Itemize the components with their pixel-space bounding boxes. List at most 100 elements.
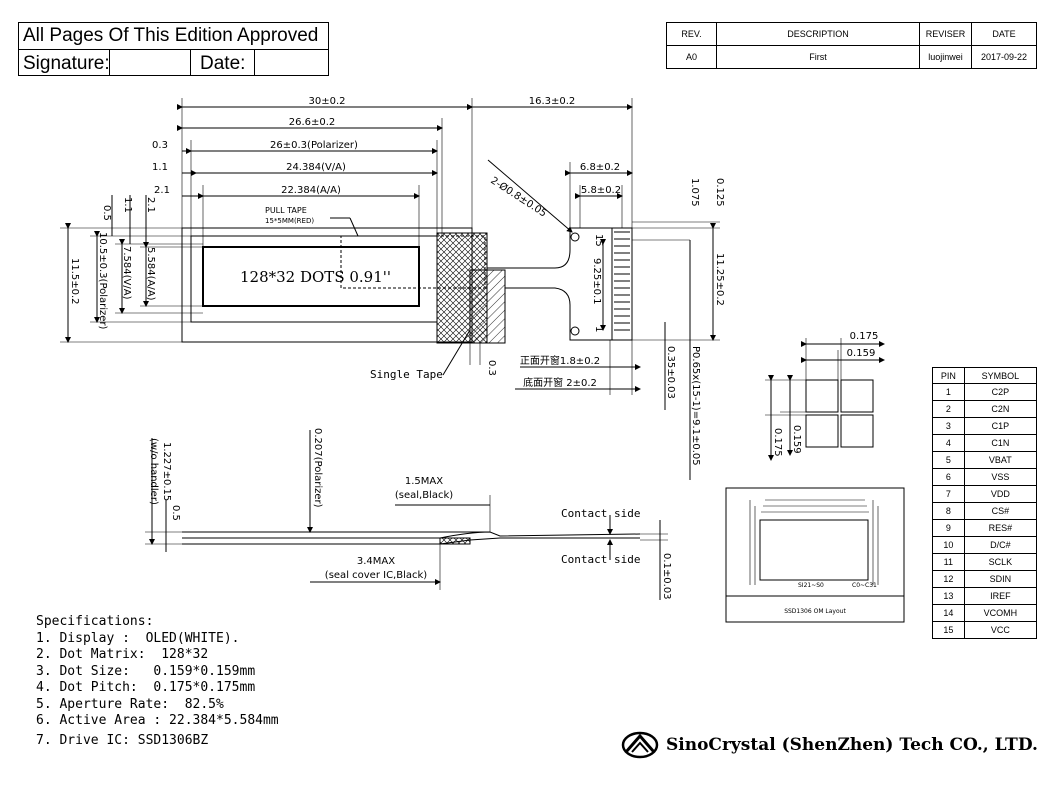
approval-divider: [18, 49, 329, 50]
ic-note-label: (seal cover IC,Black): [325, 570, 427, 581]
description-cell: First: [717, 46, 920, 69]
pin-number: 8: [933, 503, 965, 519]
approval-divider-v2: [190, 49, 191, 76]
dot-pixel: [805, 379, 839, 413]
ic-seg-label: SI21~S0: [798, 582, 824, 589]
rev-cell: A0: [667, 46, 717, 69]
pin-number: 2: [933, 401, 965, 417]
single-tape-leader: [442, 329, 471, 376]
approval-divider-v1: [109, 49, 110, 76]
dim-polarizer-height: 10.5±0.3(Polarizer): [97, 232, 108, 330]
spec-item: 3. Dot Size: 0.159*0.159mm: [36, 663, 256, 679]
dim-fpc-length: 16.3±0.2: [529, 96, 576, 107]
dim-aa-width: 22.384(A/A): [281, 185, 341, 196]
pin-number: 13: [933, 588, 965, 604]
revision-table: REV. DESCRIPTION REVISER DATE A0 First l…: [666, 22, 1037, 69]
pin-number: 7: [933, 486, 965, 502]
symbol-header: SYMBOL: [965, 368, 1037, 383]
dot-detail: [765, 338, 885, 461]
hole-leader: [487, 159, 573, 233]
pull-tape-leader: [349, 217, 359, 237]
ic-layout-frame: [725, 487, 905, 623]
dim-glass-width: 26.6±0.2: [289, 117, 336, 128]
dim-va-width: 24.384(V/A): [286, 162, 346, 173]
dim-side-thickness: 1.227±0.15: [161, 442, 172, 501]
dim-va-offset: 1.1: [152, 162, 168, 173]
pin-symbol: SCLK: [965, 554, 1037, 570]
dim-polarizer-width: 26±0.3(Polarizer): [270, 140, 358, 151]
active-area: [202, 246, 420, 307]
date-header: DATE: [972, 23, 1037, 46]
fpc-pins: [614, 231, 630, 331]
pin-header: PIN: [933, 368, 965, 383]
back-open-label: 底面开窗 2±0.2: [523, 376, 597, 389]
dim-glass-height: 11.5±0.2: [69, 258, 80, 305]
reviser-cell: luojinwei: [920, 46, 972, 69]
ic-max-label: 3.4MAX: [357, 556, 395, 567]
dot-size-label-v: 0.159: [791, 425, 802, 454]
display-text: 128*32 DOTS 0.91'': [240, 268, 391, 286]
dim-fpc-1075: 1.075: [689, 178, 700, 207]
company-branding: SinoCrystal (ShenZhen) Tech CO., LTD.: [620, 730, 1038, 760]
pin-symbol: RES#: [965, 520, 1037, 536]
pin-number: 12: [933, 571, 965, 587]
dot-pixel: [840, 414, 874, 448]
fpc-outline: [487, 227, 633, 341]
dim-v-11: 1.1: [122, 197, 133, 213]
dim-fpc-inner: 5.8±0.2: [581, 185, 621, 196]
dot-size-label: 0.159: [847, 348, 876, 359]
pin-symbol: VCC: [965, 622, 1037, 638]
pin-symbol: VDD: [965, 486, 1037, 502]
fpc-hole-top: [570, 232, 580, 242]
dim-v-21: 2.1: [145, 197, 156, 213]
pin-number: 1: [933, 384, 965, 400]
date-label: Date:: [200, 53, 246, 74]
pin-number: 10: [933, 537, 965, 553]
pin-symbol: VBAT: [965, 452, 1037, 468]
dim-pin-span: 9.25±0.1: [591, 258, 602, 305]
dim-fpc-01: 0.1±0.03: [661, 553, 672, 600]
single-tape: [469, 269, 506, 344]
spec-item: 6. Active Area : 22.384*5.584mm: [36, 713, 279, 728]
pin-symbol: VSS: [965, 469, 1037, 485]
spec-item: 2. Dot Matrix: 128*32: [36, 647, 209, 662]
pin-number: 15: [933, 622, 965, 638]
fpc-hole-bottom: [570, 326, 580, 336]
pin-number: 3: [933, 418, 965, 434]
approval-title: All Pages Of This Edition Approved: [23, 25, 319, 46]
front-open-label: 正面开窗1.8±0.2: [520, 354, 600, 367]
pull-tape-size: 15*5MM(RED): [265, 217, 314, 225]
reviser-header: REVISER: [920, 23, 972, 46]
date-cell: 2017-09-22: [972, 46, 1037, 69]
dim-fpc-width: 6.8±0.2: [580, 162, 620, 173]
dim-polarizer-thick: 0.207(Polarizer): [312, 428, 323, 508]
pin-symbol: D/C#: [965, 537, 1037, 553]
dim-hole: 2-Ø0.8±0.05: [488, 174, 549, 219]
ic-layout-panel: [759, 519, 869, 581]
dim-overall-width: 30±0.2: [308, 96, 345, 107]
pin-symbol: C2P: [965, 384, 1037, 400]
signature-label: Signature:: [23, 53, 110, 74]
main-view: [60, 98, 720, 480]
pin-number: 4: [933, 435, 965, 451]
ic-layout-labels: SI21~S0 C0~C31 SSD1306 OM Layout: [784, 582, 877, 615]
ic-com-label: C0~C31: [852, 582, 877, 589]
dot-pitch-label-v: 0.175: [772, 428, 783, 457]
pin-symbol: VCOMH: [965, 605, 1037, 621]
pin-symbol: C1P: [965, 418, 1037, 434]
side-ic: [439, 537, 471, 545]
ic-layout: [725, 487, 905, 623]
seal-note-label: (seal,Black): [395, 490, 453, 501]
